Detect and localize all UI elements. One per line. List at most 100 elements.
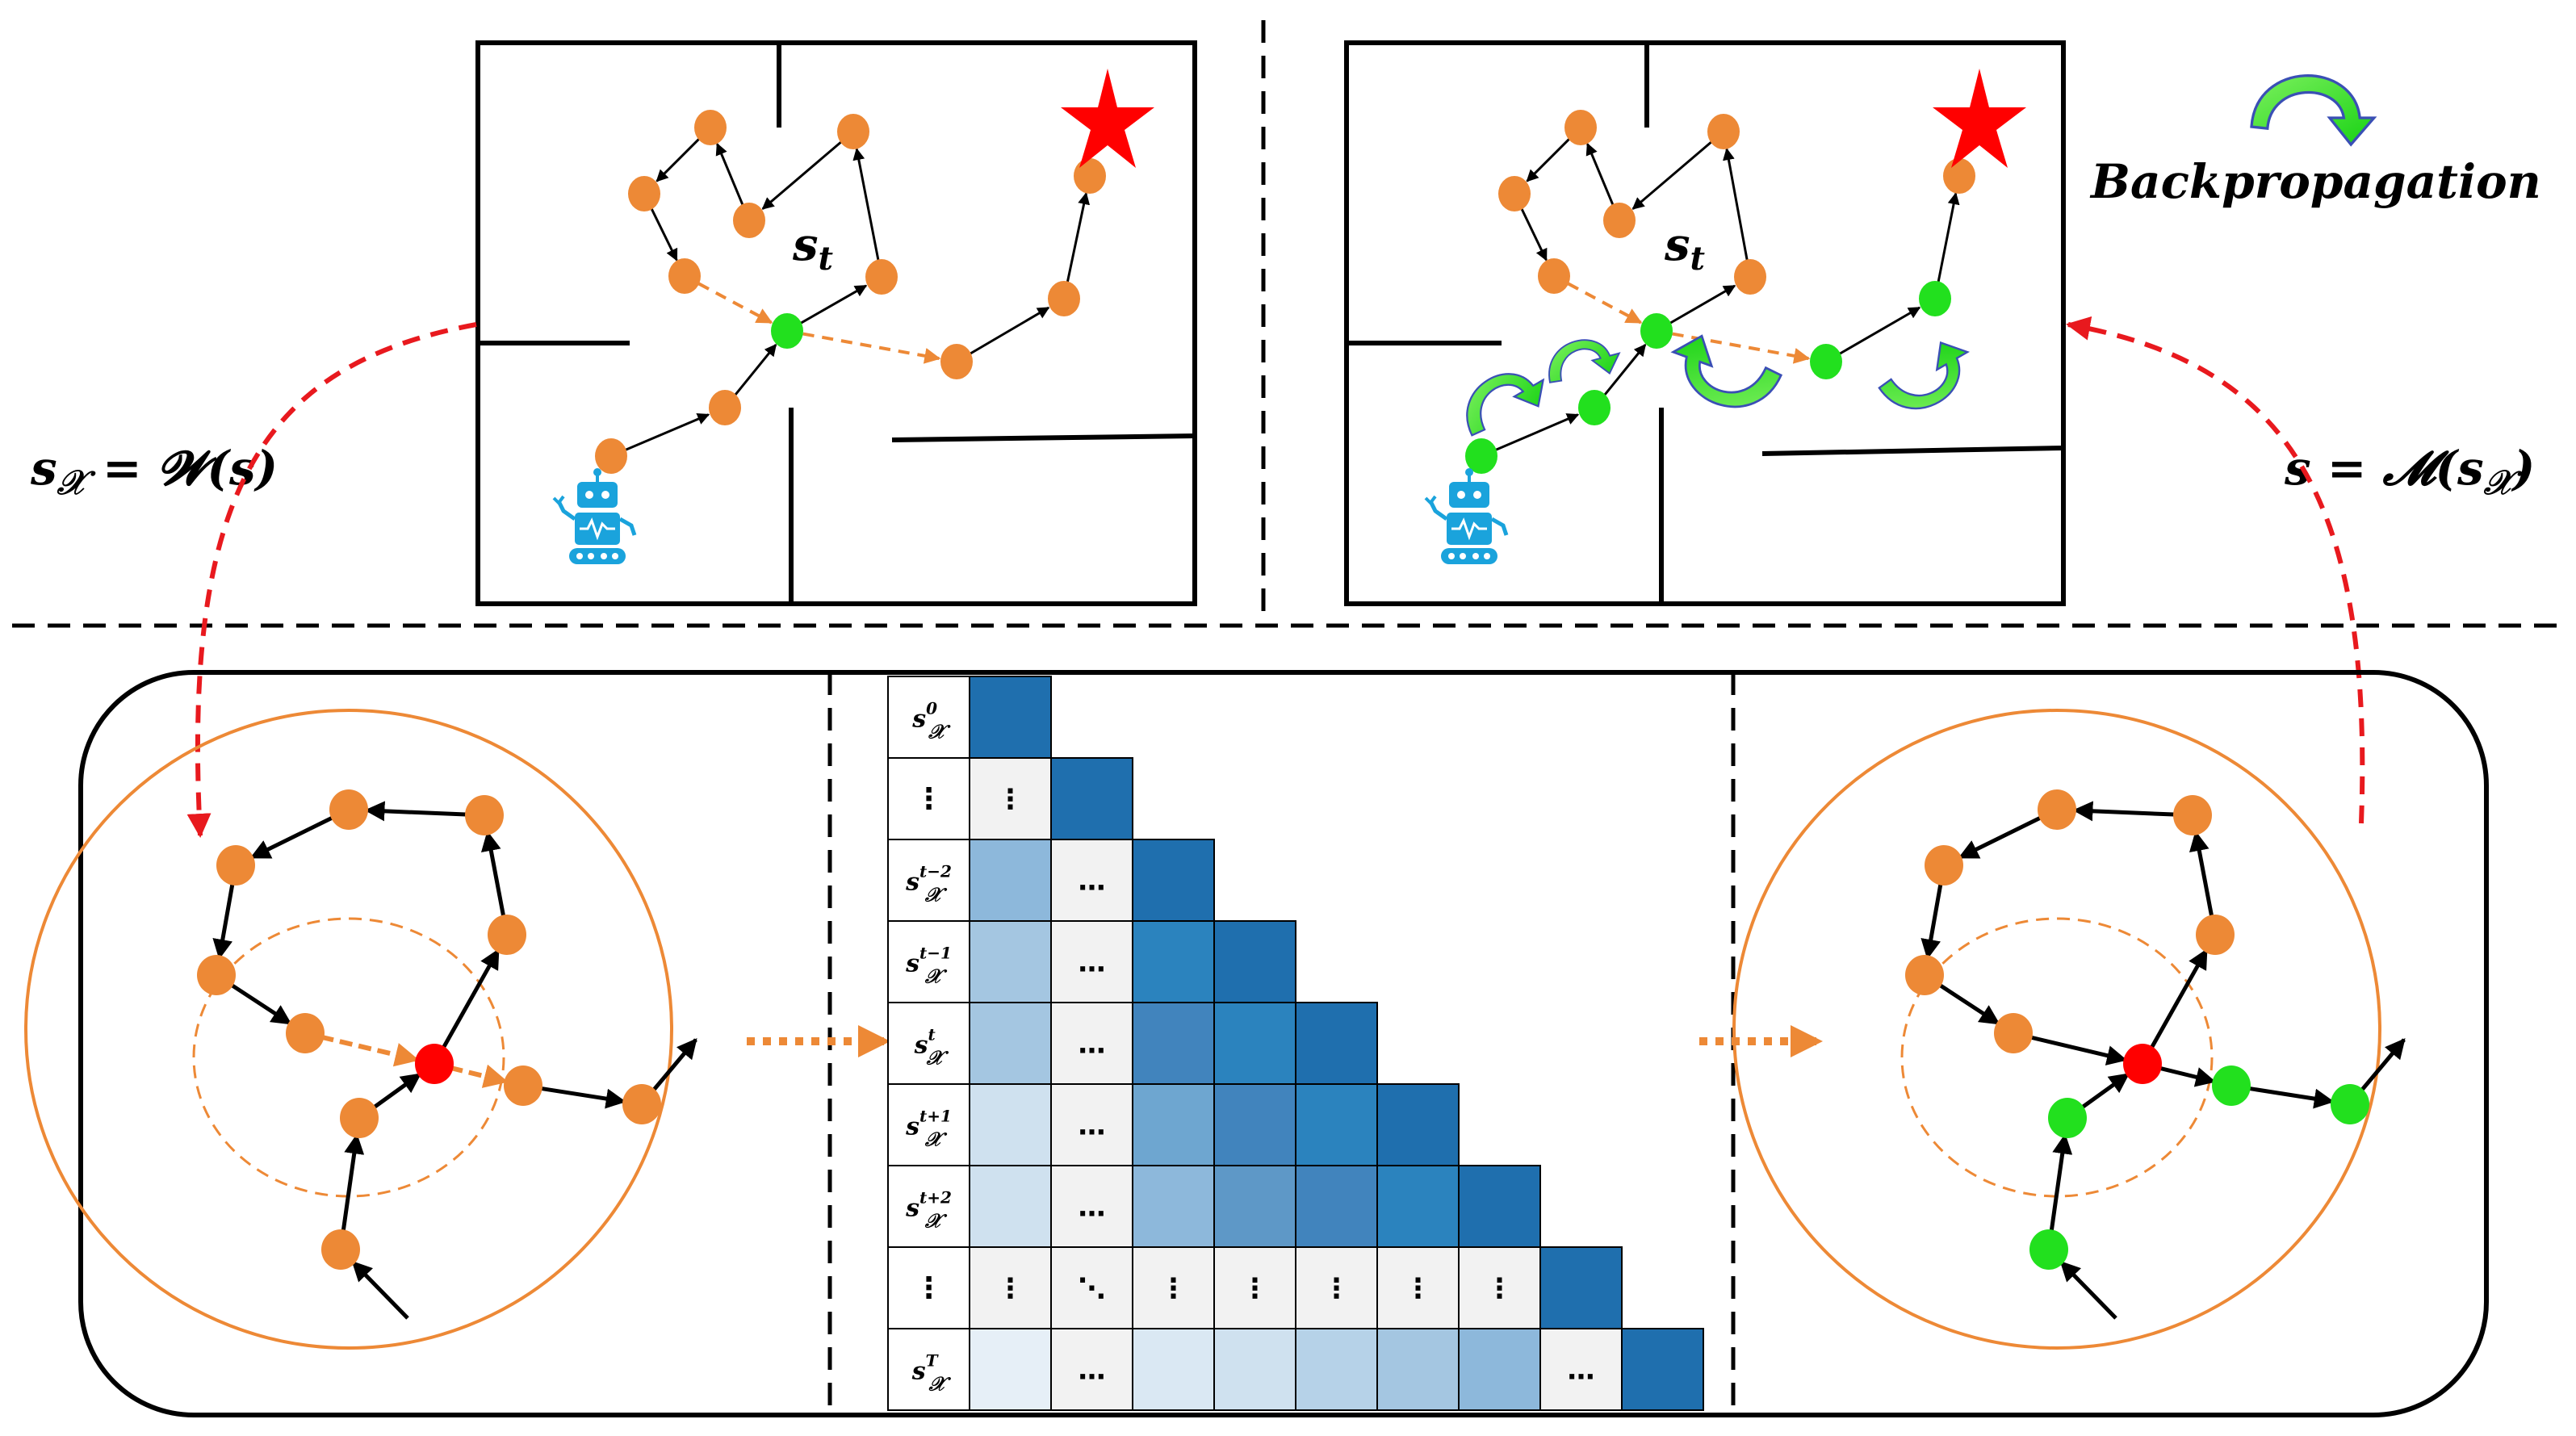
- graph-edge: [2148, 948, 2209, 1051]
- matrix-cell: [1213, 1246, 1296, 1329]
- matrix-row-label: ⋮: [915, 1272, 944, 1305]
- matrix-cell: [1213, 1328, 1296, 1411]
- matrix-cell: [1050, 1002, 1133, 1085]
- graph-edge: [1958, 814, 2044, 860]
- current-state-node: [415, 1044, 454, 1084]
- matrix-ellipsis: …: [1079, 947, 1106, 979]
- graph-edge: [2028, 1035, 2128, 1065]
- matrix-cell: [1295, 1328, 1378, 1411]
- graph-edge: [364, 801, 469, 822]
- active-state-node: [2212, 1065, 2251, 1106]
- active-state-node: [771, 313, 803, 349]
- graph-edge: [351, 1260, 409, 1320]
- state-node: [1498, 176, 1531, 211]
- graph-edge: [2358, 1038, 2406, 1094]
- matrix-cell: [1132, 920, 1215, 1003]
- state-node: [1734, 259, 1766, 295]
- shortcut-edge: [697, 282, 773, 324]
- state-node: [321, 1229, 360, 1270]
- path-edge: [715, 142, 744, 207]
- state-node: [2196, 915, 2235, 955]
- state-node: [865, 259, 898, 295]
- neighborhood-outer: [24, 709, 673, 1350]
- robot-icon: [552, 468, 637, 564]
- equation-right: s = 𝓜(s𝒳): [2284, 441, 2535, 502]
- path-edge: [1520, 207, 1548, 262]
- state-node: [595, 438, 627, 474]
- backprop-arrow-icon: [2250, 74, 2377, 147]
- matrix-cell: [1458, 1165, 1541, 1248]
- matrix-cell: [1295, 1165, 1378, 1248]
- active-state-node: [1465, 438, 1497, 474]
- path-edge: [1937, 192, 1960, 283]
- path-edge: [1669, 284, 1736, 324]
- state-node: [286, 1013, 325, 1053]
- matrix-cell: [969, 839, 1052, 922]
- graph-right: [1732, 709, 2406, 1350]
- state-node: [837, 114, 869, 149]
- matrix-cell: [1132, 1083, 1215, 1166]
- active-state-node: [1810, 344, 1842, 379]
- active-state-node: [2331, 1084, 2369, 1124]
- state-node: [1074, 158, 1106, 194]
- path-edge: [1066, 192, 1091, 283]
- state-node: [1603, 203, 1636, 238]
- graph-edge: [1937, 982, 2000, 1026]
- matrix-cell: [1213, 1002, 1296, 1085]
- graph-edge: [228, 982, 292, 1026]
- active-state-node: [2048, 1098, 2087, 1138]
- state-node: [488, 915, 526, 955]
- matrix-ellipsis: …: [1568, 1354, 1595, 1387]
- path-edge: [1603, 343, 1647, 396]
- active-state-node: [2029, 1229, 2068, 1270]
- graph-edge: [2059, 1260, 2117, 1320]
- backprop-arrow-icon: [1670, 334, 1783, 408]
- matrix-ellipsis: …: [1079, 1110, 1106, 1142]
- neighborhood-inner: [1900, 917, 2214, 1198]
- matrix-ellipsis: ⋮: [1160, 1273, 1187, 1305]
- state-node: [733, 203, 765, 238]
- matrix-cell: [1213, 1083, 1296, 1166]
- matrix-cell: [1539, 1246, 1623, 1329]
- path-edge: [1495, 413, 1580, 451]
- mapping-arrow-right: [2066, 316, 2365, 824]
- robot-icon: [1424, 468, 1509, 564]
- matrix-cell: [1050, 1165, 1133, 1248]
- active-state-node: [1578, 390, 1611, 425]
- matrix-cell: [1132, 839, 1215, 922]
- matrix-row-label-cell: [887, 1328, 970, 1411]
- shortcut-edge: [320, 1034, 420, 1067]
- backprop-label: Backpropagation: [2089, 154, 2541, 209]
- matrix-cell: [969, 1328, 1052, 1411]
- graph-edge: [2157, 1065, 2217, 1087]
- matrix-cell: [1050, 1083, 1133, 1166]
- path-edge: [650, 207, 678, 262]
- graph-edge: [480, 831, 506, 919]
- matrix-cell: [1132, 1002, 1215, 1085]
- matrix-ellipsis: ⋱: [1079, 1273, 1106, 1305]
- path-edge: [625, 412, 710, 451]
- state-node: [628, 176, 660, 211]
- matrix-cell: [1213, 920, 1296, 1003]
- matrix-cell: [1050, 839, 1133, 922]
- path-edge: [970, 306, 1050, 355]
- matrix-ellipsis: ⋮: [1323, 1273, 1351, 1305]
- current-state-node: [2123, 1044, 2162, 1084]
- matrix-cell: [1376, 1165, 1460, 1248]
- backprop-arrow-icon: [1466, 373, 1545, 437]
- state-node: [216, 845, 255, 885]
- graph-edge: [538, 1086, 626, 1109]
- path-edge: [1839, 306, 1921, 355]
- graph-edge: [341, 1133, 365, 1234]
- matrix-cell: [969, 920, 1052, 1003]
- neighborhood-outer: [1732, 709, 2381, 1350]
- maze-right: [1344, 40, 2066, 606]
- matrix-cell: [969, 1165, 1052, 1248]
- matrix-row-label-cell: [887, 920, 970, 1003]
- matrix-cell: [969, 676, 1052, 759]
- matrix-cell: [1213, 1165, 1296, 1248]
- state-node: [465, 795, 504, 835]
